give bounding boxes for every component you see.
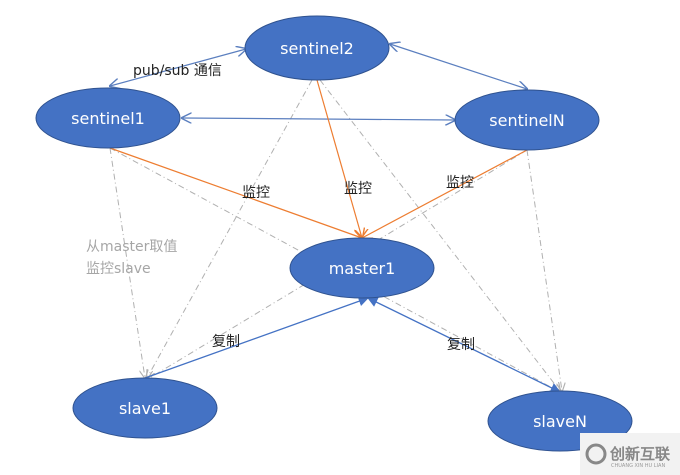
edge-sentinelN-slaveN [526,149,562,391]
edge-sentinel2-sentinelN [390,44,527,89]
label-monitor-3: 监控 [446,175,474,191]
label-replicate-2: 复制 [447,336,475,353]
watermark-logo: 创新互联 CHUANG XIN HU LIAN [580,433,680,475]
watermark-icon [585,443,607,465]
watermark-text: 创新互联 [609,445,671,463]
label-pubsub: pub/sub 通信 [133,63,222,79]
label-monitor-2: 监控 [344,181,372,197]
edge-sentinel1-sentinelN [182,118,455,120]
node-slave1 [72,377,218,439]
label-monitor-1: 监控 [242,185,270,201]
label-note-line2: 监控slave [86,261,151,277]
label-replicate-1: 复制 [212,333,240,350]
edge-sentinel2-slave1 [147,79,313,378]
node-label-master1: master1 [329,259,396,278]
watermark-subtext: CHUANG XIN HU LIAN [611,463,665,469]
node-sentinelN [454,89,600,151]
edge-monitor-sentinel1 [109,147,362,238]
node-label-slaveN: slaveN [533,412,587,431]
edge-monitor-sentinel2 [316,79,362,238]
edge-replicate-slave1 [144,296,369,379]
node-sentinel2 [244,15,390,81]
node-master1 [289,237,435,299]
node-label-sentinel1: sentinel1 [71,109,145,128]
node-label-sentinel2: sentinel2 [280,39,354,58]
label-note-line1: 从master取值 [86,239,177,255]
node-label-sentinelN: sentinelN [489,111,564,130]
edge-monitor-sentinelN [362,149,528,238]
node-sentinel1 [35,87,181,149]
edge-replicate-slaveN [367,297,561,393]
edge-sentinel1-sentinel2 [110,49,246,86]
node-label-slave1: slave1 [119,399,171,418]
